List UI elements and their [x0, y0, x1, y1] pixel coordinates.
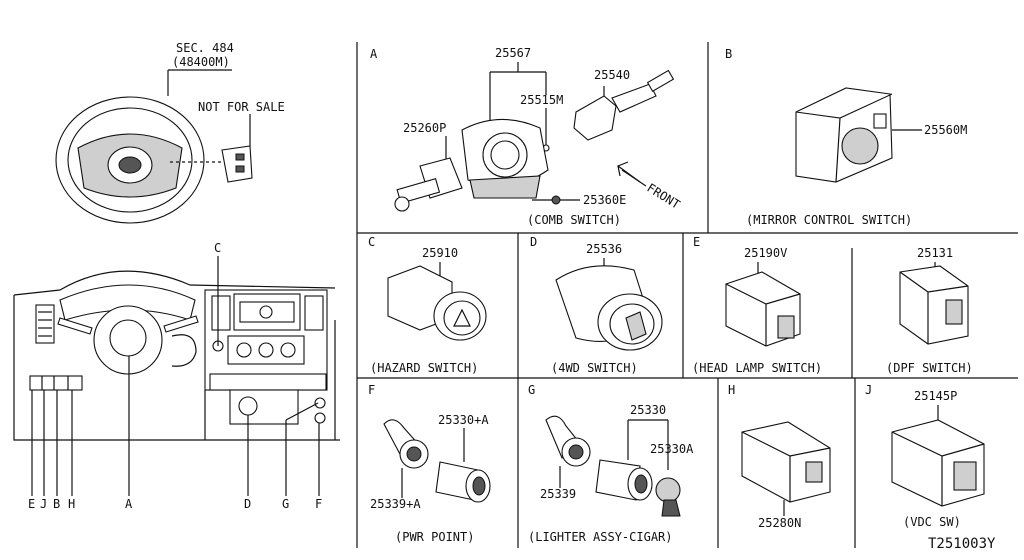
part-25515m: 25515M: [520, 93, 563, 107]
front-direction-label: FRONT: [644, 181, 682, 212]
section-j-vdc-switch: J 25145P (VDC SW): [865, 383, 985, 529]
section-a-letter: A: [370, 47, 378, 61]
section-c-hazard-switch: C 25910 (HAZARD SWITCH): [368, 235, 487, 375]
callout-h: H: [68, 497, 75, 511]
dashboard-illustration: [13, 270, 340, 441]
section-c-caption: (HAZARD SWITCH): [370, 361, 478, 375]
section-f-caption: (PWR POINT): [395, 530, 474, 544]
part-25339-plus-a: 25339+A: [370, 497, 421, 511]
steering-wheel-illustration: SEC. 484 (48400M) NOT FOR SALE: [55, 41, 285, 224]
wheel-note: NOT FOR SALE: [198, 100, 285, 114]
section-h-switch: H 25280N: [728, 383, 831, 530]
part-25339: 25339: [540, 487, 576, 501]
section-f-power-point: F 25330+A 25339+A (PWR POINT): [368, 383, 491, 544]
part-25330-plus-a: 25330+A: [438, 413, 489, 427]
callout-g: G: [282, 497, 289, 511]
section-b-caption: (MIRROR CONTROL SWITCH): [746, 213, 912, 227]
section-e2-caption: (DPF SWITCH): [886, 361, 973, 375]
part-25540: 25540: [594, 68, 630, 82]
section-a-caption: (COMB SWITCH): [527, 213, 621, 227]
callout-c: C: [214, 241, 221, 255]
callout-a: A: [125, 497, 133, 511]
section-e-letter: E: [693, 235, 700, 249]
section-h-letter: H: [728, 383, 735, 397]
section-e-dpf-switch: 25131 (DPF SWITCH): [886, 246, 973, 375]
callout-j: J: [40, 497, 47, 511]
part-25131: 25131: [917, 246, 953, 260]
section-a-comb-switch: A 25567 25540 25515M 25260P 25360E FRONT…: [370, 46, 682, 227]
callout-e: E: [28, 497, 35, 511]
section-g-letter: G: [528, 383, 535, 397]
section-e-caption: (HEAD LAMP SWITCH): [692, 361, 822, 375]
wheel-ref-code: (48400M): [172, 55, 230, 69]
part-25330: 25330: [630, 403, 666, 417]
section-d-4wd-switch: D 25536 (4WD SWITCH): [530, 235, 663, 375]
part-25360e: 25360E: [583, 193, 626, 207]
dashboard-callouts: C E J B H A D G F: [28, 241, 322, 511]
part-25280n: 25280N: [758, 516, 801, 530]
section-j-letter: J: [865, 383, 872, 397]
part-25567: 25567: [495, 46, 531, 60]
part-25560m: 25560M: [924, 123, 967, 137]
callout-f: F: [315, 497, 322, 511]
wheel-ref-label: SEC. 484: [176, 41, 234, 55]
drawing-id: T251003Y: [928, 536, 996, 552]
callout-b: B: [53, 497, 60, 511]
panel-frame: [356, 42, 1018, 548]
part-25330a: 25330A: [650, 442, 694, 456]
section-b-letter: B: [725, 47, 732, 61]
callout-d: D: [244, 497, 251, 511]
section-e-head-lamp-switch: E 25190V (HEAD LAMP SWITCH): [692, 235, 822, 375]
part-25910: 25910: [422, 246, 458, 260]
part-25145p: 25145P: [914, 389, 957, 403]
part-25260p: 25260P: [403, 121, 446, 135]
part-25190v: 25190V: [744, 246, 787, 260]
section-d-caption: (4WD SWITCH): [551, 361, 638, 375]
section-b-mirror-control-switch: B 25560M (MIRROR CONTROL SWITCH): [725, 47, 967, 227]
part-25536: 25536: [586, 242, 622, 256]
section-g-cigar-lighter: G 25330 25330A 25339 (LIGHTER ASSY-CIGAR…: [528, 383, 694, 544]
section-c-letter: C: [368, 235, 375, 249]
section-g-caption: (LIGHTER ASSY-CIGAR): [528, 530, 673, 544]
section-j-caption: (VDC SW): [903, 515, 961, 529]
section-d-letter: D: [530, 235, 537, 249]
section-f-letter: F: [368, 383, 375, 397]
